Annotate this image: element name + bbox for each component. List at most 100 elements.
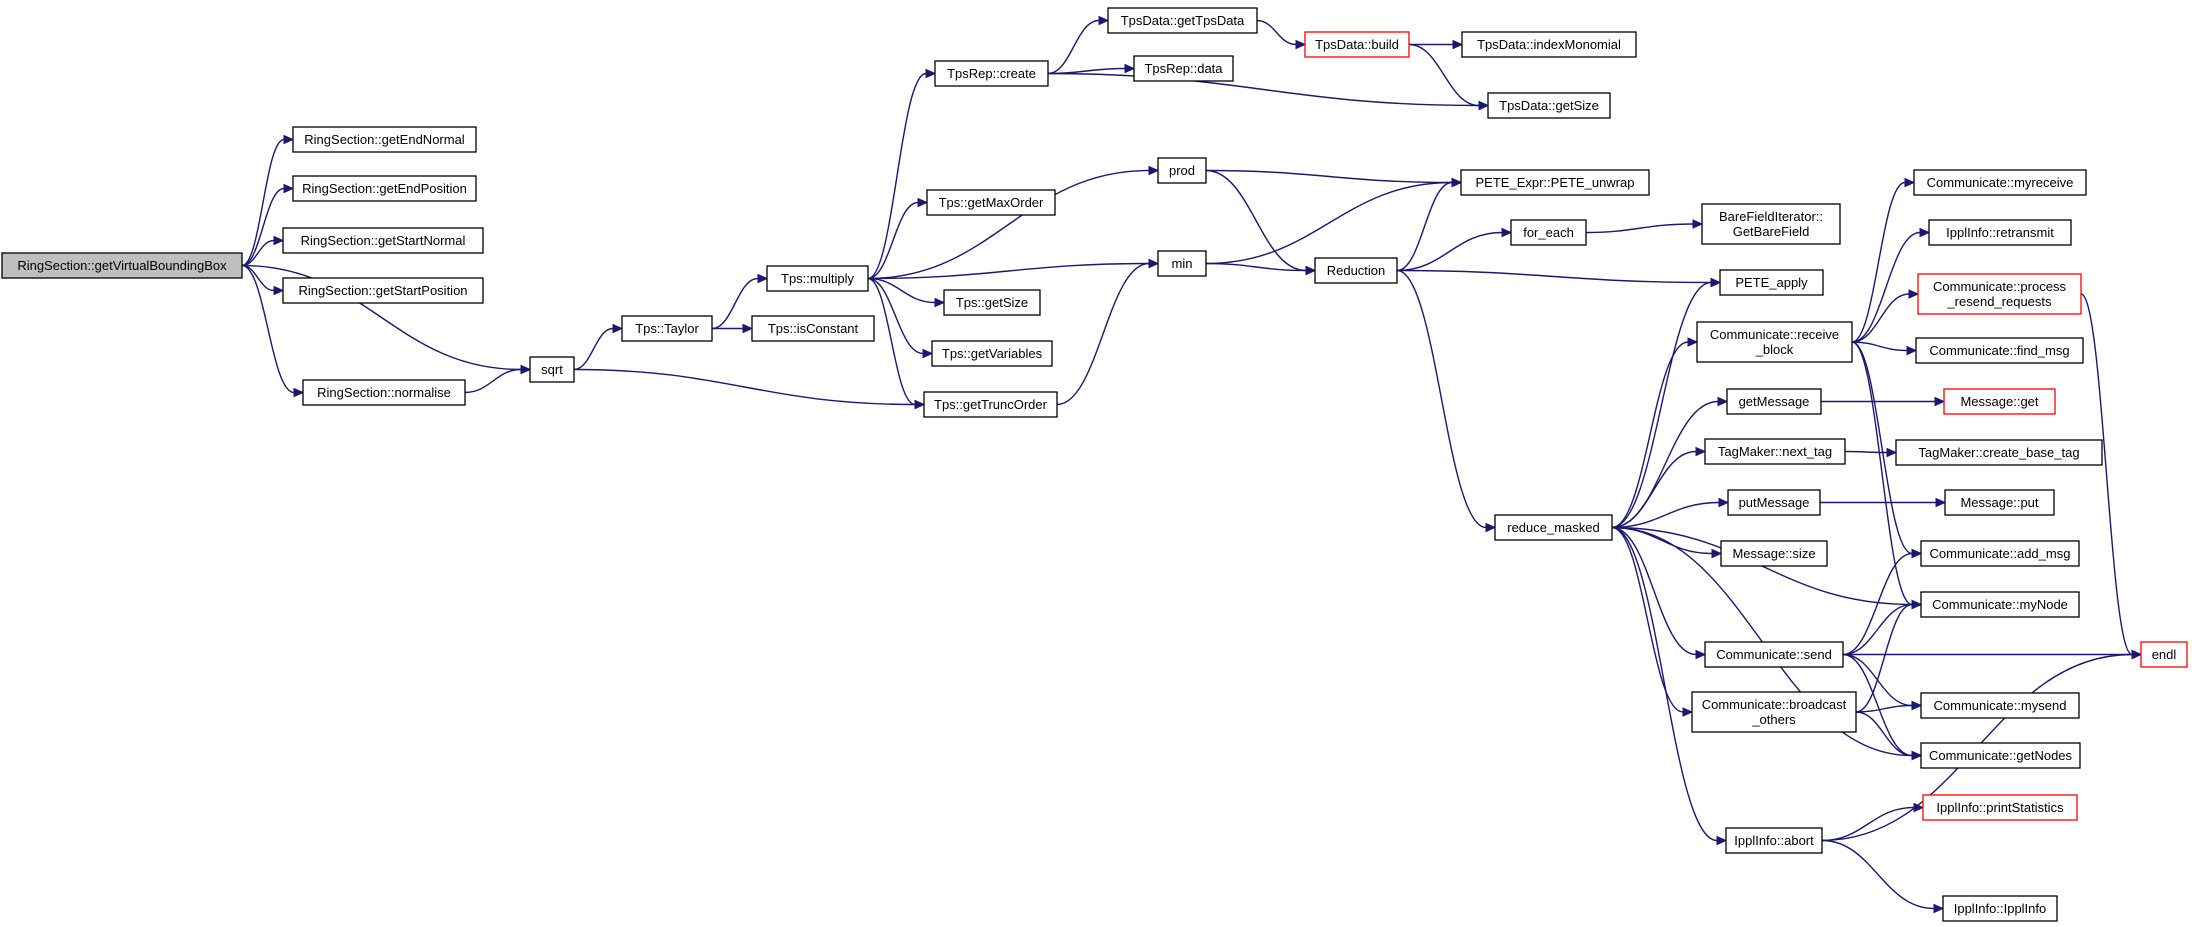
node-communicate-broadcast-others[interactable]: Communicate::broadcast_others: [1691, 691, 1857, 733]
edge-for-each-to-barefielditerator-getbarefield: [1585, 219, 1704, 234]
arrowhead-icon: [1933, 903, 1945, 914]
node-ringsection-getendposition[interactable]: RingSection::getEndPosition: [292, 175, 477, 202]
node-message-get[interactable]: Message::get: [1943, 388, 2056, 415]
node-ringsection-getendnormal[interactable]: RingSection::getEndNormal: [292, 126, 477, 153]
node-tpsdata-getsize[interactable]: TpsData::getSize: [1487, 92, 1611, 119]
node-label: IpplInfo::printStatistics: [1936, 800, 2064, 815]
edge-tps-gettruncorder-to-min: [1056, 258, 1160, 406]
node-communicate-add-msg[interactable]: Communicate::add_msg: [1920, 540, 2080, 567]
node-ringsection-getstartnormal[interactable]: RingSection::getStartNormal: [282, 227, 484, 254]
node-label: RingSection::getStartPosition: [298, 283, 467, 298]
node-box: [1487, 92, 1611, 119]
node-box: [1928, 219, 2072, 246]
edge-tpsrep-create-to-tpsdata-gettpsdata: [1047, 15, 1110, 75]
node-box: [934, 60, 1049, 87]
arrowhead-icon: [1098, 15, 1110, 26]
node-putmessage[interactable]: putMessage: [1727, 489, 1821, 516]
node-tagmaker-create-base-tag[interactable]: TagMaker::create_base_tag: [1895, 439, 2103, 466]
arrowhead-icon: [1911, 599, 1923, 610]
node-tagmaker-next-tag[interactable]: TagMaker::next_tag: [1704, 438, 1846, 465]
node-box: [1704, 438, 1846, 465]
node-tps-taylor[interactable]: Tps::Taylor: [621, 315, 713, 342]
node-getmessage[interactable]: getMessage: [1726, 388, 1822, 415]
node-for-each[interactable]: for_each: [1510, 219, 1587, 246]
node-label: Communicate::myreceive: [1927, 175, 2074, 190]
arrowhead-icon: [273, 235, 285, 246]
node-label: for_each: [1523, 225, 1574, 240]
node-communicate-getnodes[interactable]: Communicate::getNodes: [1920, 742, 2081, 769]
node-box: [1461, 31, 1637, 58]
node-tps-getvariables[interactable]: Tps::getVariables: [931, 340, 1053, 367]
node-message-size[interactable]: Message::size: [1720, 540, 1828, 567]
node-ipplinfo-printstatistics[interactable]: IpplInfo::printStatistics: [1922, 794, 2078, 821]
node-box: [1157, 157, 1207, 184]
node-communicate-send[interactable]: Communicate::send: [1704, 641, 1844, 668]
node-tps-getmaxorder[interactable]: Tps::getMaxOrder: [926, 189, 1056, 216]
node-box: [1304, 31, 1410, 58]
edge-ringsection-getvirtualboundingbox-to-ringsection-getendnormal: [241, 134, 295, 267]
node-reduce-masked[interactable]: reduce_masked: [1494, 514, 1613, 541]
node-tps-multiply[interactable]: Tps::multiply: [766, 265, 869, 292]
arrowhead-icon: [742, 323, 754, 334]
node-box: [926, 189, 1056, 216]
node-tps-gettruncorder[interactable]: Tps::getTruncOrder: [923, 391, 1058, 418]
node-box: [943, 289, 1041, 316]
node-pete-apply[interactable]: PETE_apply: [1719, 269, 1824, 296]
node-box: [1920, 692, 2080, 719]
arrowhead-icon: [520, 364, 532, 375]
edge-reduction-to-reduce-masked: [1396, 269, 1497, 533]
node-label: min: [1172, 256, 1193, 271]
edge-reduction-to-pete-apply: [1396, 269, 1722, 288]
node-label: RingSection::getStartNormal: [301, 233, 466, 248]
node-communicate-mynode[interactable]: Communicate::myNode: [1920, 591, 2080, 618]
node-box: [1913, 169, 2087, 196]
node-communicate-receive-block[interactable]: Communicate::receive_block: [1696, 321, 1853, 363]
arrowhead-icon: [1717, 396, 1729, 407]
node-tpsrep-data[interactable]: TpsRep::data: [1133, 55, 1234, 82]
node-barefielditerator-getbarefield[interactable]: BareFieldIterator::GetBareField: [1701, 203, 1841, 245]
node-tpsdata-indexmonomial[interactable]: TpsData::indexMonomial: [1461, 31, 1637, 58]
node-ipplinfo-abort[interactable]: IpplInfo::abort: [1725, 827, 1823, 854]
edge-communicate-broadcast-others-to-communicate-mysend: [1855, 700, 1923, 713]
node-label: TpsData::getSize: [1499, 98, 1599, 113]
node-label: Communicate::find_msg: [1929, 343, 2069, 358]
node-communicate-find-msg[interactable]: Communicate::find_msg: [1915, 337, 2084, 364]
node-ringsection-getstartposition[interactable]: RingSection::getStartPosition: [282, 277, 484, 304]
node-reduction[interactable]: Reduction: [1314, 257, 1398, 284]
node-label: Communicate::add_msg: [1930, 546, 2071, 561]
node-sqrt[interactable]: sqrt: [529, 356, 575, 383]
edge-communicate-receive-block-to-communicate-find-msg: [1851, 341, 1918, 356]
node-endl[interactable]: endl: [2140, 641, 2188, 668]
node-ringsection-normalise[interactable]: RingSection::normalise: [302, 379, 466, 406]
arrowhead-icon: [1478, 100, 1490, 111]
node-box: [1720, 540, 1828, 567]
node-message-put[interactable]: Message::put: [1944, 489, 2055, 516]
node-label: RingSection::getEndNormal: [304, 132, 465, 147]
node-communicate-mysend[interactable]: Communicate::mysend: [1920, 692, 2080, 719]
node-tpsdata-gettpsdata[interactable]: TpsData::getTpsData: [1107, 7, 1258, 34]
node-tps-getsize[interactable]: Tps::getSize: [943, 289, 1041, 316]
node-pete-expr-pete-unwrap[interactable]: PETE_Expr::PETE_unwrap: [1460, 169, 1650, 196]
edge-ringsection-getvirtualboundingbox-to-ringsection-getstartposition: [241, 264, 285, 296]
arrowhead-icon: [1911, 700, 1923, 711]
node-ringsection-getvirtualboundingbox[interactable]: RingSection::getVirtualBoundingBox: [1, 252, 243, 279]
node-tpsrep-create[interactable]: TpsRep::create: [934, 60, 1049, 87]
node-label: _block: [1755, 342, 1794, 357]
node-tpsdata-build[interactable]: TpsData::build: [1304, 31, 1410, 58]
edge-ringsection-getvirtualboundingbox-to-ringsection-getendposition: [241, 183, 295, 267]
node-box: [1691, 691, 1857, 733]
edge-getmessage-to-message-get: [1821, 396, 1946, 407]
node-prod[interactable]: prod: [1157, 157, 1207, 184]
node-ipplinfo-retransmit[interactable]: IpplInfo::retransmit: [1928, 219, 2072, 246]
node-box: [931, 340, 1053, 367]
node-communicate-myreceive[interactable]: Communicate::myreceive: [1913, 169, 2087, 196]
node-min[interactable]: min: [1157, 250, 1207, 277]
arrowhead-icon: [917, 197, 929, 208]
node-box: [1510, 219, 1587, 246]
arrowhead-icon: [273, 285, 285, 296]
node-communicate-process-resend-requests[interactable]: Communicate::process_resend_requests: [1917, 273, 2082, 315]
edge-reduction-to-pete-expr-pete-unwrap: [1396, 177, 1463, 272]
node-ipplinfo-ipplinfo[interactable]: IpplInfo::IpplInfo: [1942, 895, 2058, 922]
node-tps-isconstant[interactable]: Tps::isConstant: [751, 315, 875, 342]
edge-reduce-masked-to-putmessage: [1611, 497, 1730, 529]
